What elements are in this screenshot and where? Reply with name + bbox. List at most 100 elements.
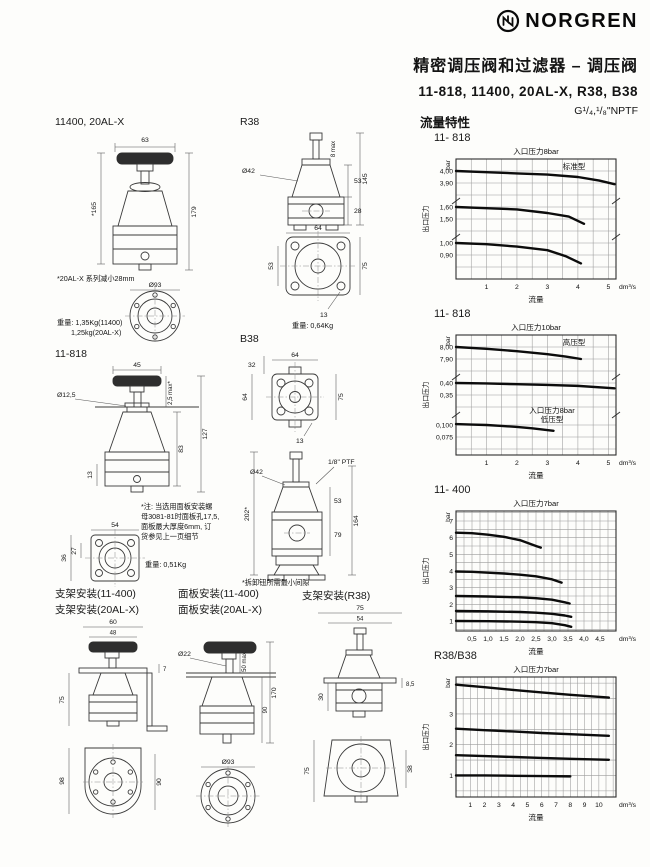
svg-text:流量: 流量: [528, 646, 544, 656]
dim-label: 50 max: [242, 652, 248, 672]
svg-text:2,0: 2,0: [515, 636, 525, 643]
flow-section-title: 流量特性: [420, 116, 471, 130]
svg-text:高压型: 高压型: [563, 337, 586, 347]
drawing-note: 面板最大厚度6mm, 订: [141, 522, 211, 531]
dim-label: 75: [356, 605, 364, 612]
svg-text:5: 5: [606, 284, 610, 291]
dim-label: 79: [334, 532, 342, 539]
thread-spec: G¹/₄,¹/₈"NPTF: [574, 105, 638, 117]
svg-text:5: 5: [606, 460, 610, 467]
svg-text:1: 1: [449, 773, 453, 780]
drawing-note: 货参见上一页细节: [141, 532, 199, 541]
svg-text:流量: 流量: [528, 812, 544, 822]
drawing-title: 支架安装(20AL-X): [55, 604, 140, 616]
svg-text:5: 5: [449, 552, 453, 559]
dim-label: 64: [314, 225, 322, 232]
dim-label: 83: [178, 445, 185, 453]
svg-text:入口压力10bar: 入口压力10bar: [511, 322, 561, 332]
svg-text:1,50: 1,50: [440, 217, 453, 224]
svg-text:3,5: 3,5: [563, 636, 573, 643]
svg-text:标准型: 标准型: [563, 161, 586, 171]
svg-text:0,35: 0,35: [440, 393, 453, 400]
dim-label: 64: [242, 393, 249, 401]
svg-text:dm³/s: dm³/s: [619, 802, 637, 809]
dim-label: 8,5: [406, 682, 415, 688]
drawing-note: *拆卸钮所需最小间隙: [242, 578, 310, 586]
svg-text:3,90: 3,90: [440, 181, 453, 188]
drawing-note: 母3081-81时面板孔17,5,: [141, 512, 219, 521]
svg-text:3: 3: [449, 711, 453, 718]
svg-text:出口压力: 出口压力: [421, 723, 430, 750]
svg-text:5: 5: [526, 802, 530, 809]
svg-text:入口压力8bar: 入口压力8bar: [529, 405, 575, 415]
svg-text:4,00: 4,00: [440, 169, 453, 176]
svg-text:dm³/s: dm³/s: [619, 636, 637, 643]
svg-text:出口压力: 出口压力: [421, 557, 430, 584]
svg-text:4,0: 4,0: [579, 636, 589, 643]
dim-label: Ø93: [149, 282, 162, 289]
drawing-title: R38: [240, 116, 260, 128]
svg-text:1,0: 1,0: [483, 636, 493, 643]
svg-text:8,00: 8,00: [440, 345, 453, 352]
drawing-block-panel-11400: 面板安装(11-400) 面板安装(20AL-X) Ø22 50 max 170…: [178, 586, 290, 835]
drawing-title: B38: [240, 333, 259, 345]
drawing-block-11818: 11-818 45 Ø12,5 2,5 max* 13: [55, 348, 240, 598]
model-list: 11-818, 11400, 20AL-X, R38, B38: [418, 84, 638, 99]
svg-text:1: 1: [485, 460, 489, 467]
dim-label: 48: [110, 631, 117, 637]
svg-text:dm³/s: dm³/s: [619, 460, 637, 467]
dim-label: 54: [357, 617, 364, 623]
drawing-b38-views: 32 64 64 75 13: [242, 352, 360, 587]
svg-text:2: 2: [515, 460, 519, 467]
drawing-block-b38: B38 32 64 64 75 13: [240, 333, 410, 591]
svg-text:9: 9: [583, 802, 587, 809]
svg-text:bar: bar: [445, 677, 452, 688]
drawing-bracket-11400-views: 60 48 7 75 98: [59, 619, 168, 818]
svg-text:3,0: 3,0: [547, 636, 557, 643]
drawing-title: 面板安装(11-400): [178, 588, 259, 600]
drawing-block-bracket-r38: 支架安装(R38) 75 54 8,5 30: [302, 588, 420, 821]
dim-label: 28: [354, 208, 362, 215]
dim-label: 63: [141, 137, 149, 144]
page-title: 精密调压阀和过滤器 – 调压阀: [413, 58, 638, 75]
svg-text:6: 6: [540, 802, 544, 809]
dim-label: 36: [61, 554, 68, 562]
drawing-note: *20AL-X 系列减小28mm: [57, 274, 135, 283]
svg-text:2,5: 2,5: [531, 636, 541, 643]
dim-label: 13: [296, 438, 304, 445]
dim-label: 75: [362, 262, 369, 270]
drawing-title: 支架安装(R38): [302, 590, 371, 602]
dim-label: 90: [263, 706, 269, 713]
weight-label: 重量: 0,64Kg: [292, 321, 333, 330]
weight-label: 重量: 0,51Kg: [145, 560, 186, 569]
weight-label: 1,25kg(20AL-X): [71, 328, 121, 337]
chart-model-label: 11- 818: [434, 132, 471, 144]
chart-model-label: R38/B38: [434, 650, 477, 662]
svg-text:1,60: 1,60: [440, 205, 453, 212]
chart-model-label: 11- 818: [434, 308, 471, 320]
svg-text:低压型: 低压型: [541, 414, 564, 424]
dim-label: *165: [91, 202, 98, 216]
drawing-bracket-r38-views: 75 54 8,5 30 75 38: [304, 605, 415, 804]
dim-label: 1/8" PTF: [328, 459, 355, 466]
drawing-title: 11-818: [55, 348, 87, 360]
brand-logo: NORGREN: [496, 9, 638, 33]
svg-text:流量: 流量: [528, 470, 544, 480]
drawing-block-bracket-11400: 支架安装(11-400) 支架安装(20AL-X) 60 48 7 75: [55, 586, 180, 835]
svg-text:3: 3: [546, 284, 550, 291]
svg-text:2: 2: [449, 602, 453, 609]
dim-label: Ø12,5: [57, 392, 76, 399]
dim-label: 98: [59, 777, 66, 785]
svg-text:3: 3: [449, 585, 453, 592]
svg-text:0,90: 0,90: [440, 253, 453, 260]
svg-text:0,100: 0,100: [436, 423, 453, 430]
svg-text:1: 1: [449, 619, 453, 626]
svg-text:7: 7: [554, 802, 558, 809]
dim-label: 8 max: [331, 141, 337, 157]
dim-label: Ø22: [178, 651, 191, 658]
svg-text:4: 4: [576, 460, 580, 467]
